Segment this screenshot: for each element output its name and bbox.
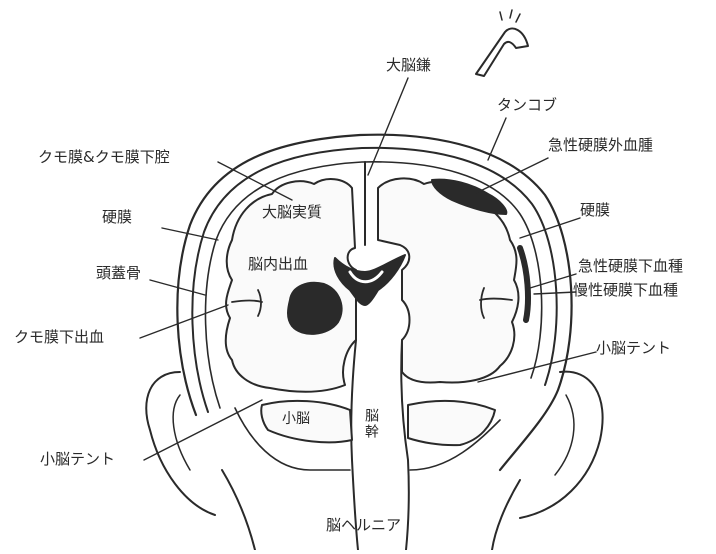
bump-tool-icon xyxy=(476,28,528,76)
label-brainstem: 脳幹 xyxy=(364,408,378,440)
label-arachnoid-subarachnoid-space: クモ膜&クモ膜下腔 xyxy=(38,150,170,165)
left-ear-inner xyxy=(173,395,190,470)
right-ear xyxy=(520,372,603,518)
label-intracerebral-hemorrhage: 脳内出血 xyxy=(248,257,308,272)
subdural-hematoma xyxy=(520,248,528,320)
label-skull: 頭蓋骨 xyxy=(96,266,141,281)
label-dura-left: 硬膜 xyxy=(102,210,132,225)
label-bump: タンコブ xyxy=(497,98,557,113)
label-brain-herniation: 脳ヘルニア xyxy=(326,518,401,533)
cerebellum-shape-right xyxy=(408,401,495,445)
right-ear-inner xyxy=(555,395,574,475)
neck-left xyxy=(222,470,255,550)
label-cerebral-parenchyma: 大脳実質 xyxy=(262,205,322,220)
left-ear xyxy=(146,372,215,515)
label-tentorium-right: 小脳テント xyxy=(596,341,671,356)
label-acute-epidural-hematoma: 急性硬膜外血腫 xyxy=(548,138,653,153)
label-dura-right: 硬膜 xyxy=(580,203,610,218)
label-subarachnoid-hemorrhage: クモ膜下出血 xyxy=(14,330,104,345)
label-acute-subdural-hematoma: 急性硬膜下血種 xyxy=(578,259,683,274)
neck-right xyxy=(492,480,520,550)
label-tentorium-left: 小脳テント xyxy=(40,452,115,467)
label-chronic-subdural-hematoma: 慢性硬膜下血種 xyxy=(573,283,678,298)
intracerebral-hemorrhage xyxy=(288,283,342,334)
label-cerebellum: 小脳 xyxy=(282,412,310,426)
label-falx-cerebri: 大脳鎌 xyxy=(386,58,431,73)
